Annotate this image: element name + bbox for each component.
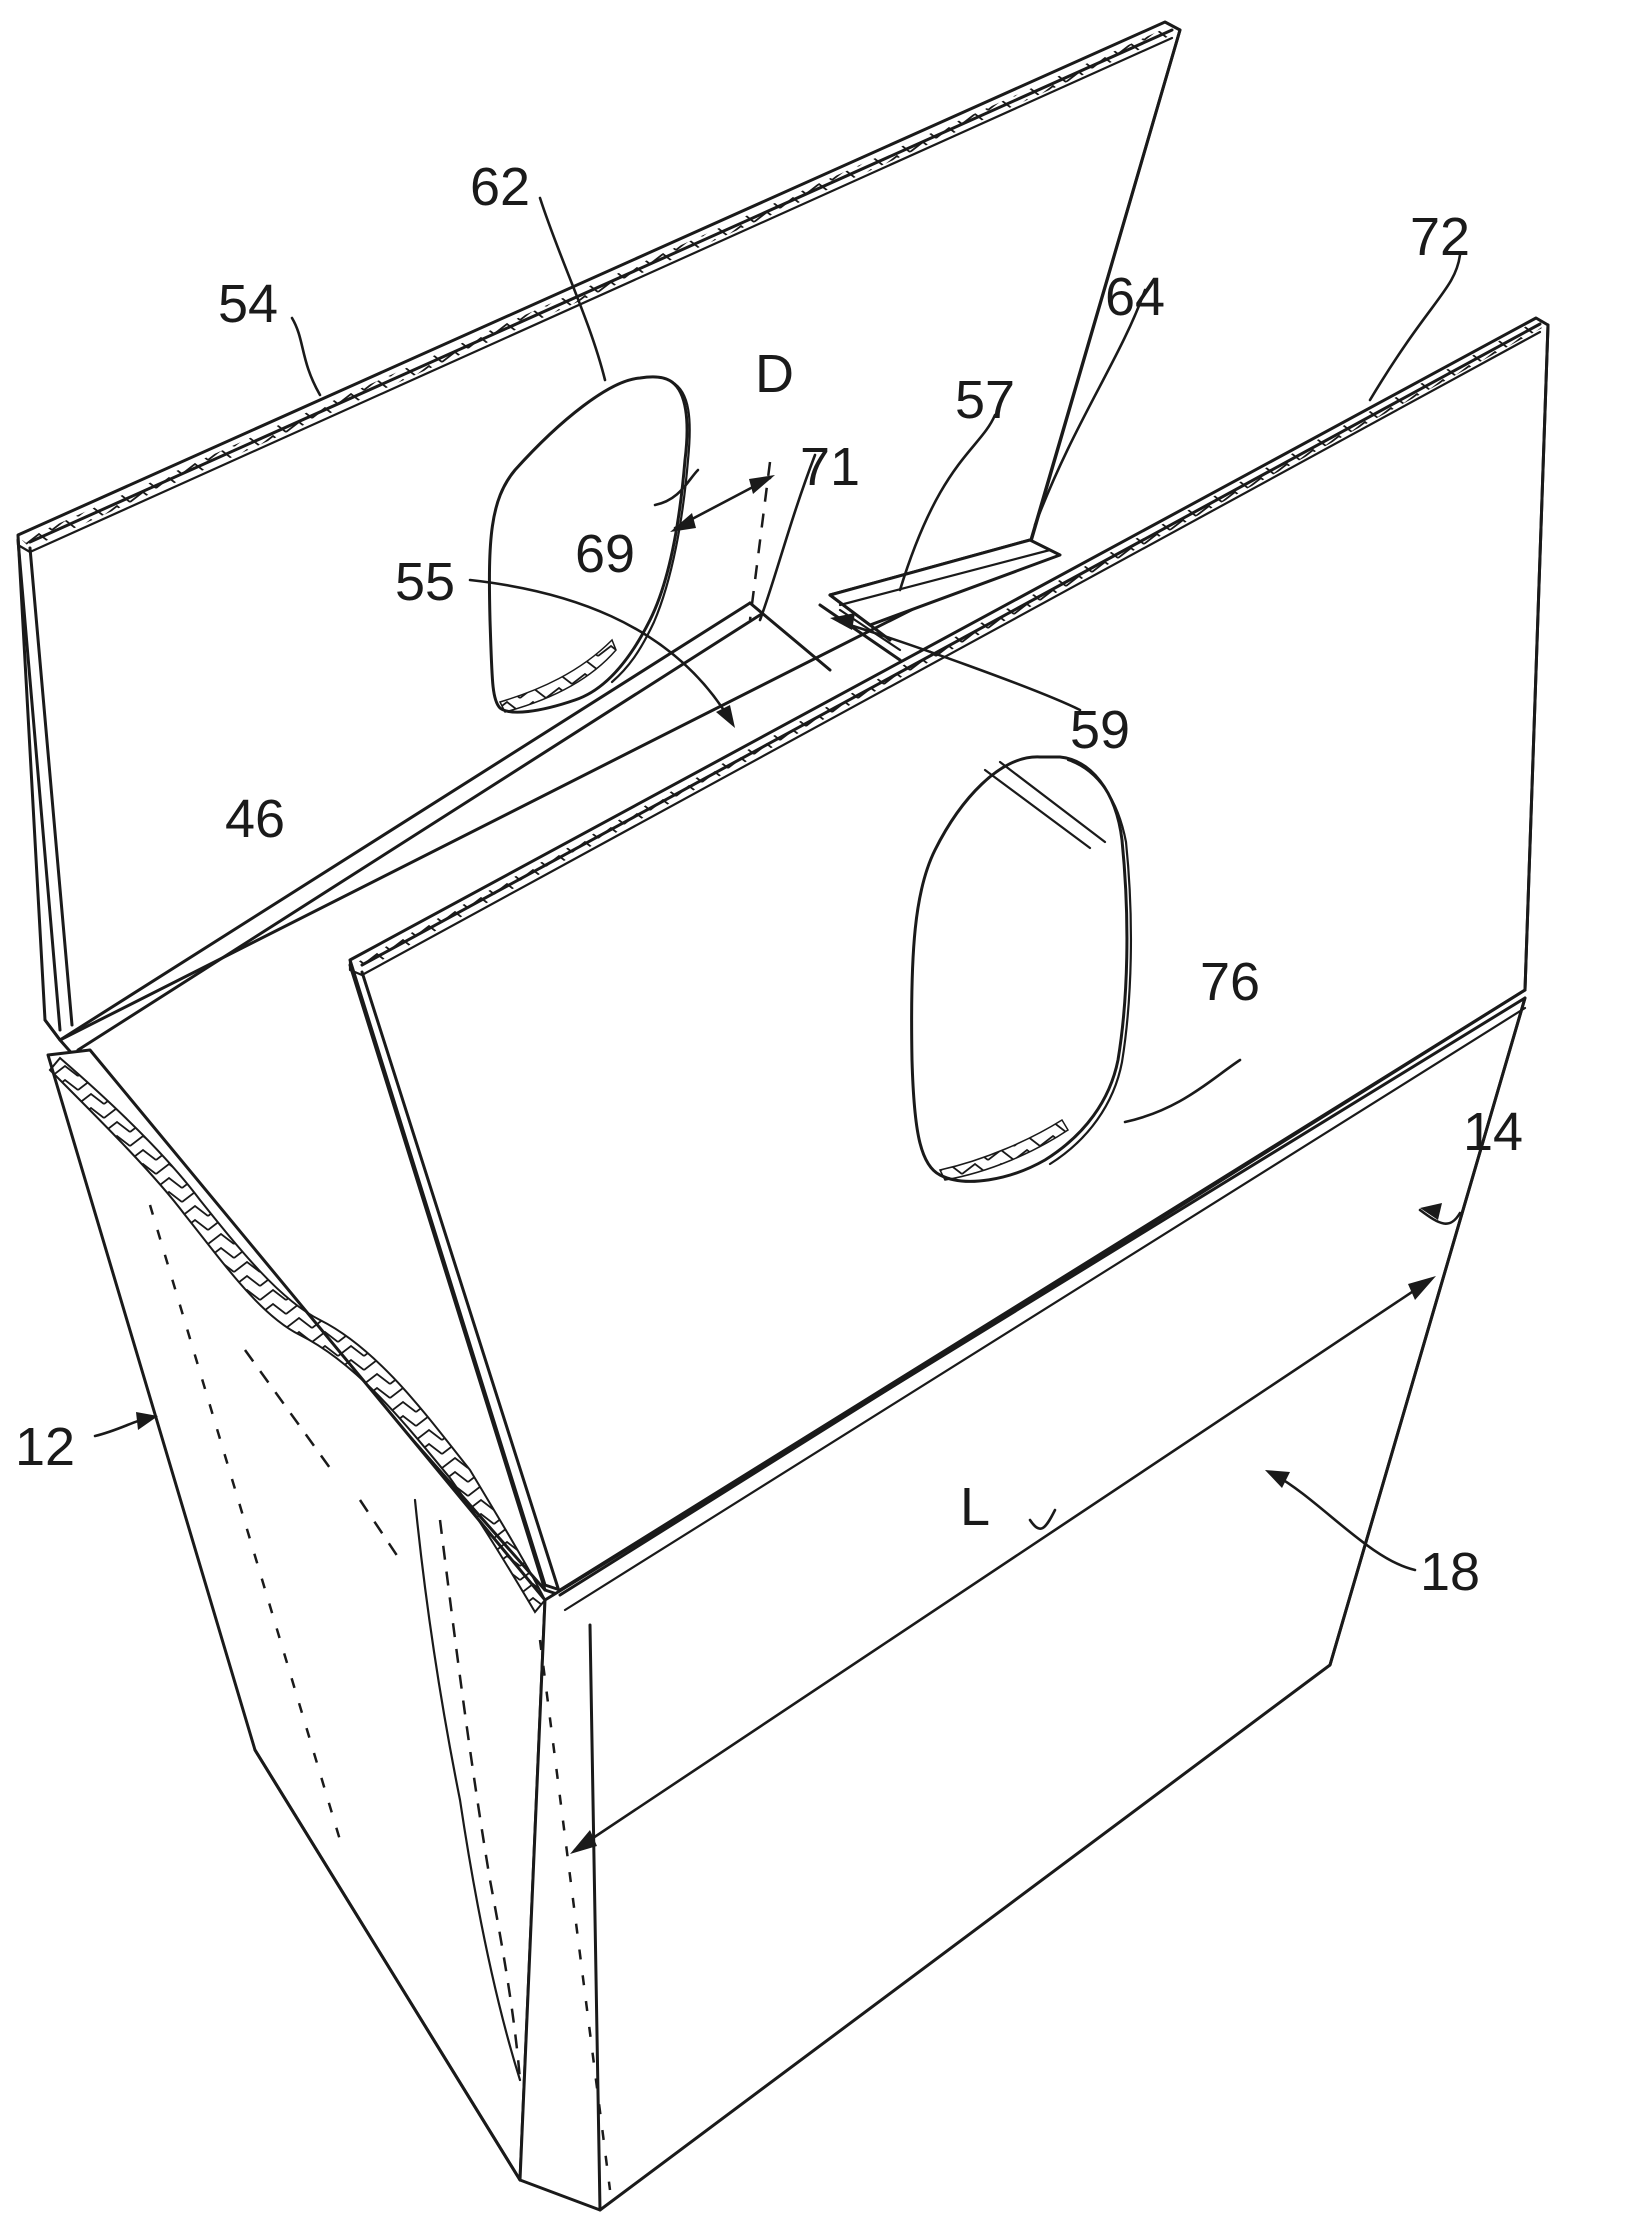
label-12: 12 <box>15 1417 75 1477</box>
label-69: 69 <box>575 524 635 584</box>
label-76: 76 <box>1200 952 1260 1012</box>
label-46: 46 <box>225 789 285 849</box>
label-18: 18 <box>1420 1542 1480 1602</box>
label-57: 57 <box>955 370 1015 430</box>
label-72: 72 <box>1410 207 1470 267</box>
dimension-L <box>570 1276 1436 1854</box>
label-64: 64 <box>1105 267 1165 327</box>
box-body <box>46 988 1527 2212</box>
flap-64 <box>828 538 1062 627</box>
dimension-D <box>670 461 775 621</box>
label-71: 71 <box>800 437 860 497</box>
label-54: 54 <box>218 274 278 334</box>
label-62: 62 <box>470 157 530 217</box>
label-59: 59 <box>1070 700 1130 760</box>
label-55: 55 <box>395 552 455 612</box>
label-14: 14 <box>1463 1102 1523 1162</box>
handle-cutout-76 <box>910 755 1133 1183</box>
leader-lines <box>93 196 1462 1572</box>
handle-cutout-62 <box>487 375 691 714</box>
label-D: D <box>755 344 794 404</box>
label-L: L <box>960 1477 990 1537</box>
reference-numerals: 54 62 D 72 64 57 71 69 55 59 46 76 14 12… <box>15 157 1523 1602</box>
